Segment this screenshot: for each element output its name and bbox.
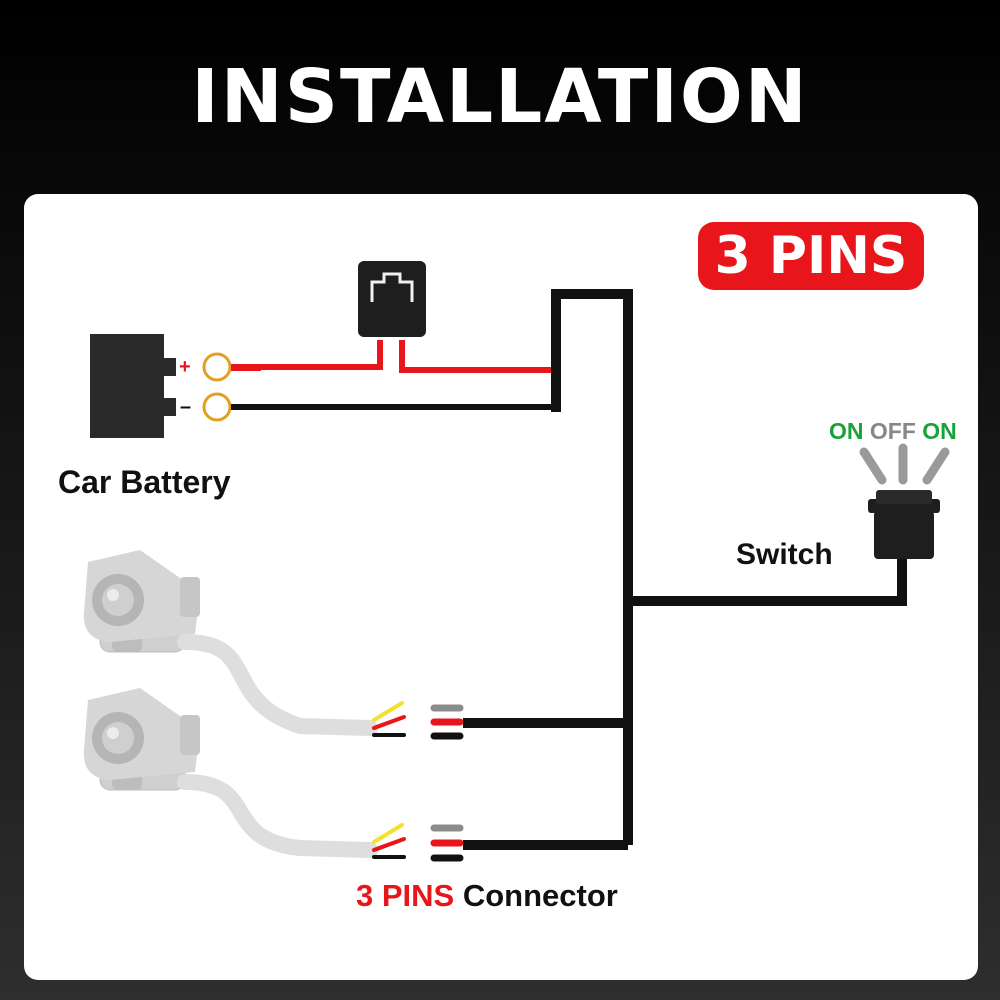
positive-terminal-ring xyxy=(202,352,232,382)
switch-states: ON OFF ON xyxy=(829,418,957,445)
battery-icon xyxy=(90,334,176,438)
car-battery-label: Car Battery xyxy=(58,464,231,500)
connector-label: 3 PINS Connector xyxy=(356,878,618,914)
rocker-switch-icon xyxy=(859,443,950,559)
connector-pins-upper xyxy=(430,704,464,740)
negative-terminal-ring xyxy=(202,392,232,422)
page-title: INSTALLATION xyxy=(191,54,809,140)
lamp-cable xyxy=(177,634,378,858)
main-harness xyxy=(463,289,907,850)
connector-label-highlight: 3 PINS xyxy=(356,878,455,913)
positive-wire xyxy=(231,340,552,373)
connector-label-rest: Connector xyxy=(454,878,618,913)
lamp-wire-tips-upper xyxy=(372,701,406,737)
switch-state-off: OFF xyxy=(869,418,916,444)
three-pins-badge: 3 PINS xyxy=(698,222,924,290)
relay-icon xyxy=(358,261,426,337)
switch-state-on-left: ON xyxy=(829,418,864,444)
switch-state-on-right: ON xyxy=(922,418,957,444)
lamp-wire-tips-lower xyxy=(372,823,406,859)
switch-label: Switch xyxy=(736,538,833,571)
positive-sign: + xyxy=(179,356,191,378)
connector-pins-lower xyxy=(430,824,464,862)
negative-sign: – xyxy=(180,396,192,418)
